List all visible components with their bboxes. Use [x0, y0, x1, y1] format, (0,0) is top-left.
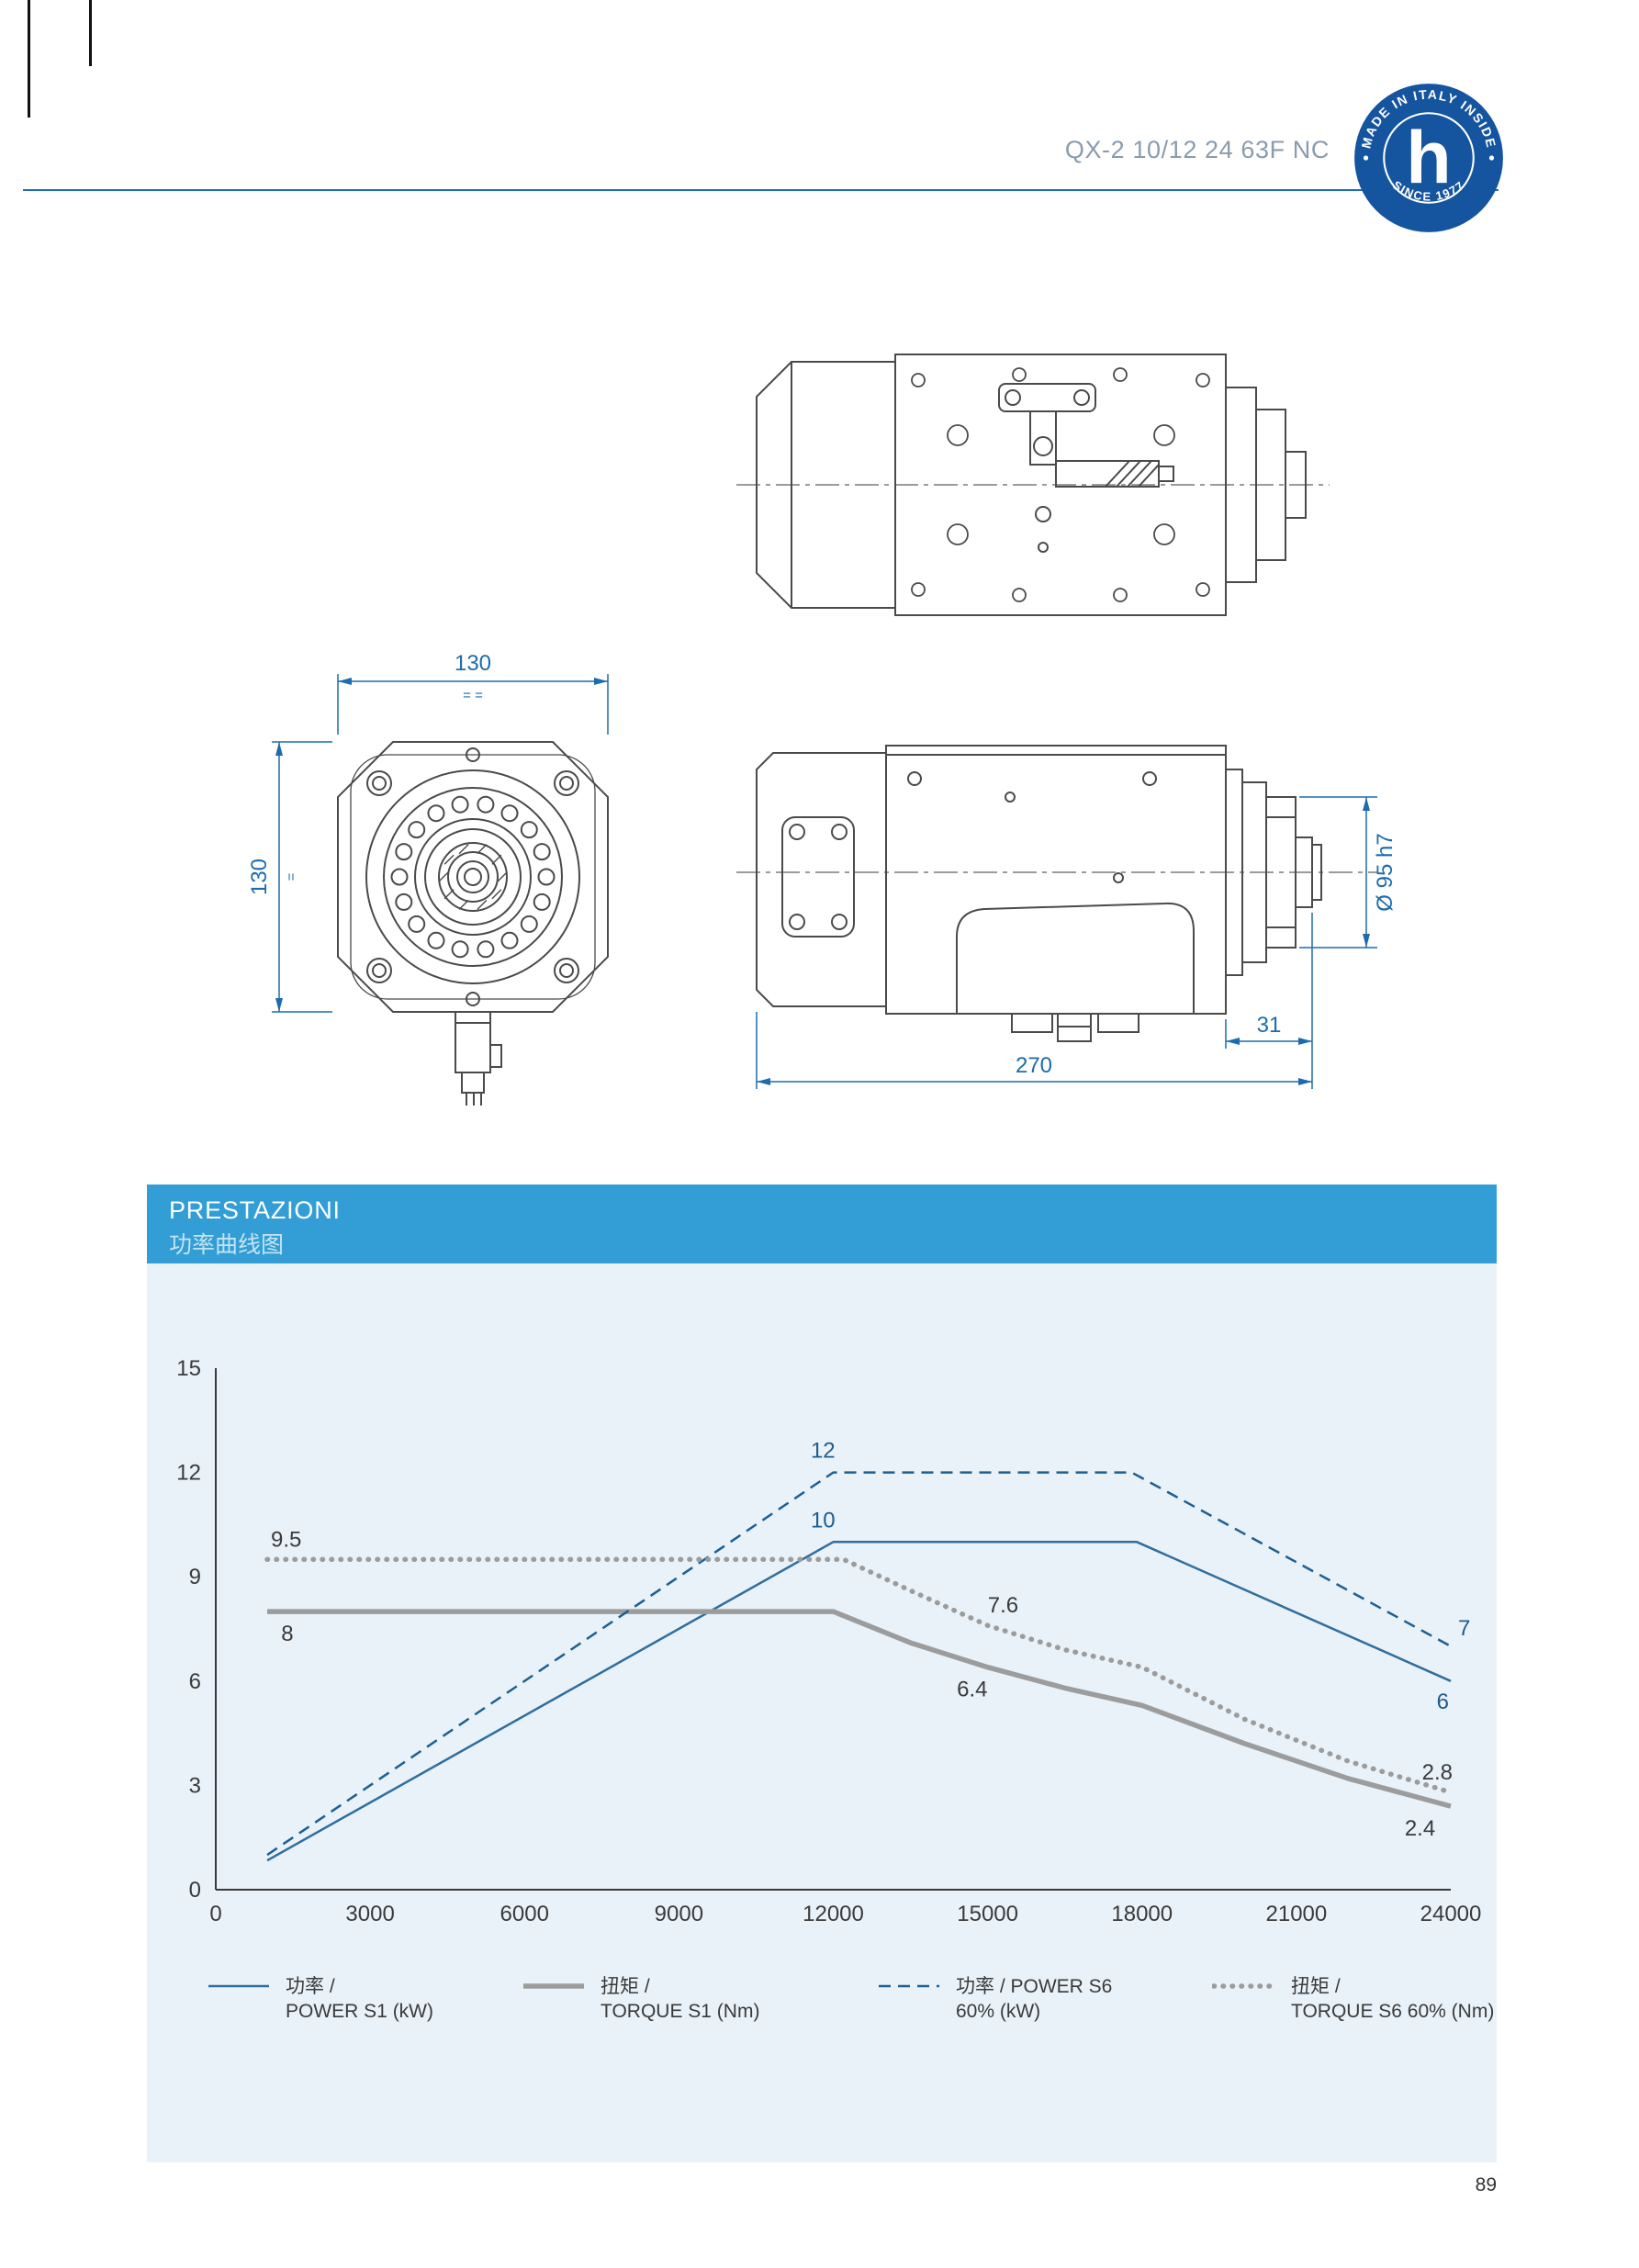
legend-label-cn: 功率 / — [286, 1976, 335, 1997]
x-tick-label: 18000 — [1111, 1902, 1173, 1926]
crop-mark — [28, 0, 30, 118]
dim-label-height: 130 — [248, 859, 272, 895]
dim-label-nose-length: 31 — [1257, 1013, 1282, 1038]
chart-legend: 功率 / POWER S1 (kW) 扭矩 / TORQUE S1 (Nm) 功… — [147, 1974, 1497, 2057]
y-tick-label: 9 — [189, 1565, 201, 1589]
drawing-front-view: 130 = = 130 = — [248, 651, 609, 1106]
legend-label-en: TORQUE S6 60% (Nm) — [1291, 2001, 1495, 2023]
x-tick-label: 9000 — [655, 1902, 703, 1926]
y-tick-label: 6 — [189, 1669, 201, 1694]
performance-chart: 0 3 6 9 12 15 0 3000 6000 9000 12000 15000 18000 2100… — [176, 1356, 1482, 1926]
page-number: 89 — [1475, 2174, 1497, 2195]
performance-panel-header: PRESTAZIONI 功率曲线图 — [147, 1185, 1497, 1263]
point-label: 10 — [811, 1508, 836, 1533]
drawing-top-view — [736, 354, 1330, 616]
dim-eq-top: = = — [463, 688, 483, 703]
y-tick-label: 12 — [176, 1461, 201, 1486]
point-label: 7 — [1458, 1616, 1470, 1641]
dim-width-130: 130 = = — [337, 651, 609, 735]
made-in-italy-logo: MADE IN ITALY INSIDE SINCE 1977 h — [1354, 84, 1503, 232]
dim-nose-length: 31 — [1225, 913, 1313, 1089]
x-tick-label: 21000 — [1266, 1902, 1328, 1926]
legend-line-sample — [1212, 1983, 1276, 1989]
point-label: 6 — [1437, 1690, 1449, 1714]
dim-label-flange-diameter: Ø 95 h7 — [1373, 833, 1398, 911]
front-view-hatch-ring — [438, 844, 508, 910]
point-label: 7.6 — [988, 1593, 1018, 1618]
point-label: 2.8 — [1422, 1760, 1453, 1785]
top-view-outline — [756, 354, 1307, 616]
performance-title: PRESTAZIONI — [169, 1196, 341, 1224]
series-torque-s6-60-nm- — [264, 1556, 1454, 1795]
legend-item-torque-s6: 扭矩 / TORQUE S6 60% (Nm) — [1212, 1974, 1494, 2025]
point-label: 9.5 — [271, 1527, 301, 1552]
performance-panel: PRESTAZIONI 功率曲线图 0 3 6 9 12 15 0 3000 6000 9000 1… — [147, 1185, 1497, 2162]
dim-label-width: 130 — [455, 651, 491, 676]
dim-total-length: 270 — [756, 1012, 1312, 1089]
y-tick-label: 3 — [189, 1773, 201, 1798]
logo-dot-left — [1363, 155, 1369, 161]
side-view-outline — [756, 745, 1322, 1042]
legend-label-cn: 扭矩 / — [1291, 1976, 1341, 1997]
point-label: 6.4 — [957, 1678, 987, 1702]
legend-line-sample — [523, 1983, 584, 1989]
legend-item-power-s6: 功率 / POWER S6 60% (kW) — [877, 1974, 1112, 2025]
performance-subtitle: 功率曲线图 — [169, 1232, 285, 1258]
legend-line-sample — [208, 1984, 269, 1988]
x-tick-label: 3000 — [345, 1902, 394, 1926]
legend-label-cn: 功率 / POWER S6 — [956, 1976, 1113, 1997]
logo-monogram: h — [1406, 117, 1451, 199]
series-torque-s1-nm- — [267, 1609, 1452, 1809]
y-tick-label: 0 — [189, 1878, 201, 1903]
dim-flange-diameter: Ø 95 h7 — [1299, 796, 1398, 949]
dim-label-total-length: 270 — [1016, 1053, 1052, 1078]
legend-label-cn: 扭矩 / — [601, 1976, 650, 1997]
logo-disc — [1354, 84, 1503, 232]
drawing-side-view: Ø 95 h7 31 270 — [736, 745, 1398, 1089]
model-code: QX-2 10/12 24 63F NC — [1064, 136, 1330, 163]
front-view-connector — [455, 1011, 502, 1106]
legend-item-power-s1: 功率 / POWER S1 (kW) — [207, 1974, 433, 2025]
x-tick-label: 6000 — [500, 1902, 549, 1926]
front-view-plate — [337, 741, 609, 1013]
dim-height-130: 130 = — [248, 741, 332, 1013]
point-label: 8 — [281, 1622, 293, 1646]
legend-label-en: POWER S1 (kW) — [286, 2001, 433, 2023]
point-label: 2.4 — [1405, 1816, 1435, 1841]
x-tick-label: 12000 — [803, 1902, 864, 1926]
series-power-s1-kw- — [266, 1541, 1452, 1862]
legend-label-en: 60% (kW) — [956, 2001, 1041, 2023]
logo-dot-right — [1488, 155, 1495, 161]
series-power-s6-60-kw- — [266, 1471, 1452, 1857]
top-view-clamp-mechanism — [998, 383, 1174, 553]
x-tick-label: 15000 — [957, 1902, 1018, 1926]
x-tick-label: 24000 — [1420, 1902, 1482, 1926]
point-label: 12 — [811, 1439, 836, 1464]
legend-label-en: TORQUE S1 (Nm) — [601, 2001, 760, 2023]
crop-mark — [89, 0, 92, 66]
y-tick-label: 15 — [176, 1356, 201, 1381]
legend-item-torque-s1: 扭矩 / TORQUE S1 (Nm) — [522, 1974, 759, 2025]
legend-line-sample — [879, 1984, 939, 1988]
top-view-screw-holes — [911, 367, 1210, 602]
x-tick-label: 0 — [209, 1902, 221, 1926]
dim-eq-left: = — [284, 872, 299, 881]
header-rule — [23, 189, 1499, 191]
front-view-spindle-face — [365, 769, 580, 984]
logo-inner-ring — [1383, 112, 1475, 204]
